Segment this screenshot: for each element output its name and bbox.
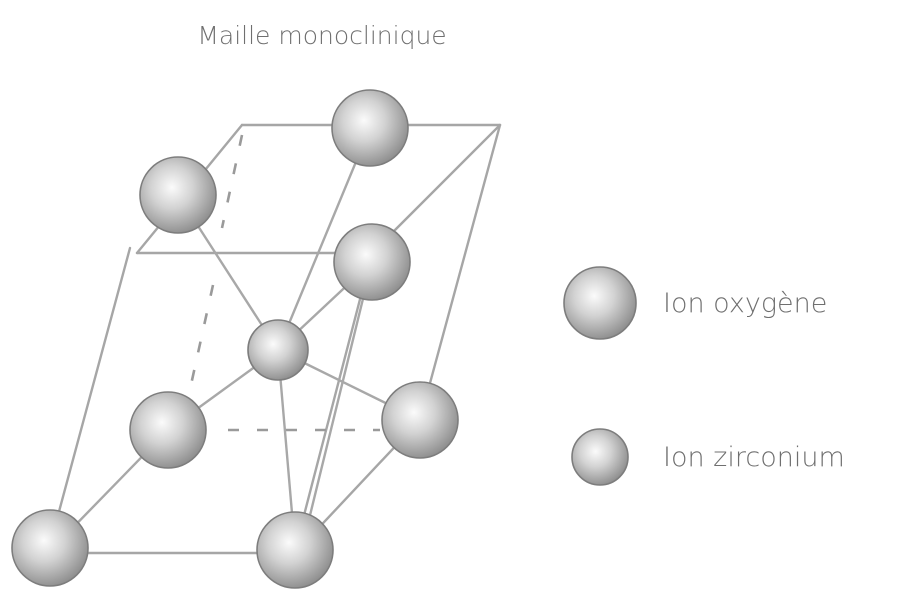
ions — [11, 89, 459, 589]
oxygen-ion-upper-right — [333, 223, 411, 301]
edge-back-right — [418, 123, 502, 422]
zirconium-ion-center — [247, 319, 309, 381]
hidden-edges — [183, 134, 380, 432]
oxygen-ion-mid-left — [129, 391, 207, 469]
cell-edges — [48, 123, 502, 555]
bonds — [53, 126, 422, 550]
legend-oxygen-label: Ion oxygène — [663, 288, 827, 319]
hidden-edge-top-left — [220, 134, 244, 229]
oxygen-ion-lower-right — [381, 381, 459, 459]
oxygen-ion-bottom-left — [11, 509, 89, 587]
bond-center-top-back — [276, 126, 372, 352]
edge-front-right — [293, 251, 374, 552]
diagram-title: Maille monoclinique — [197, 21, 446, 50]
legend-zirconium-swatch — [571, 428, 629, 486]
oxygen-ion-upper-left — [139, 156, 217, 234]
edge-front-left — [48, 246, 132, 547]
legend-oxygen-swatch — [563, 266, 637, 340]
bond-upper-right-bottom — [300, 260, 374, 550]
legend-zirconium-label: Ion zirconium — [663, 442, 845, 473]
hidden-edge-back-left — [183, 284, 215, 413]
legend: Ion oxygène Ion zirconium — [563, 266, 845, 486]
oxygen-ion-bottom-middle — [256, 511, 334, 589]
oxygen-ion-top-back — [331, 89, 409, 167]
